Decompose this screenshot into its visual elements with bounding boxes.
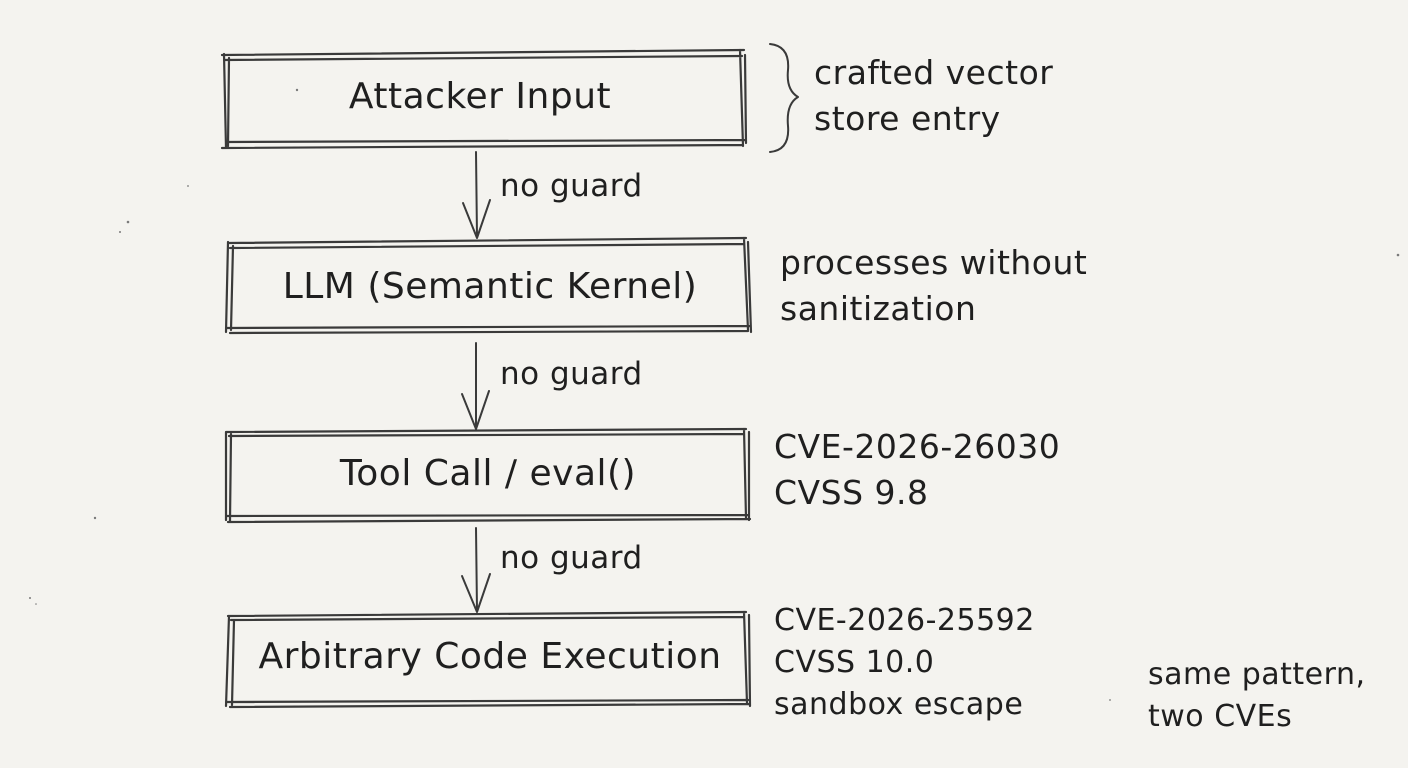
node-label-code-execution: Arbitrary Code Execution — [258, 636, 722, 677]
annotation-exec-escape: sandbox escape — [774, 687, 1024, 722]
annotation-tool-cvss: CVSS 9.8 — [774, 473, 929, 512]
node-box-attacker-input — [220, 48, 748, 150]
summary-line-2: two CVEs — [1148, 699, 1293, 734]
annotation-tool-cve: CVE-2026-26030 — [774, 427, 1061, 466]
summary-line-1: same pattern, — [1148, 657, 1366, 692]
edge-arrow-3 — [461, 527, 491, 613]
paper-specks — [29, 88, 1400, 701]
edge-label-1: no guard — [500, 168, 643, 204]
annotation-input-line-2: store entry — [814, 99, 1001, 138]
curly-brace — [769, 43, 799, 153]
annotation-input-line-1: crafted vector — [814, 53, 1054, 92]
edge-label-3: no guard — [500, 540, 643, 576]
node-box-tool-call — [224, 427, 752, 524]
node-label-attacker-input: Attacker Input — [348, 76, 612, 117]
edge-label-2: no guard — [500, 356, 643, 392]
annotation-llm-line-1: processes without — [780, 243, 1088, 282]
node-box-llm — [224, 236, 753, 335]
edge-arrow-1 — [462, 151, 491, 239]
node-label-tool-call: Tool Call / eval() — [339, 453, 637, 494]
annotation-tool-call: CVE-2026-26030 CVSS 9.8 — [774, 424, 1060, 516]
annotation-exec-cvss: CVSS 10.0 — [774, 645, 935, 680]
annotation-input: crafted vector store entry — [814, 50, 1053, 142]
summary-note: same pattern, two CVEs — [1148, 654, 1366, 738]
node-box-code-execution — [224, 610, 752, 709]
annotation-llm-line-2: sanitization — [780, 289, 977, 328]
edge-arrow-2 — [461, 342, 490, 430]
annotation-exec-cve: CVE-2026-25592 — [774, 603, 1035, 638]
annotation-llm: processes without sanitization — [780, 240, 1087, 332]
node-label-llm: LLM (Semantic Kernel) — [282, 266, 698, 307]
annotation-execution: CVE-2026-25592 CVSS 10.0 sandbox escape — [774, 600, 1035, 726]
